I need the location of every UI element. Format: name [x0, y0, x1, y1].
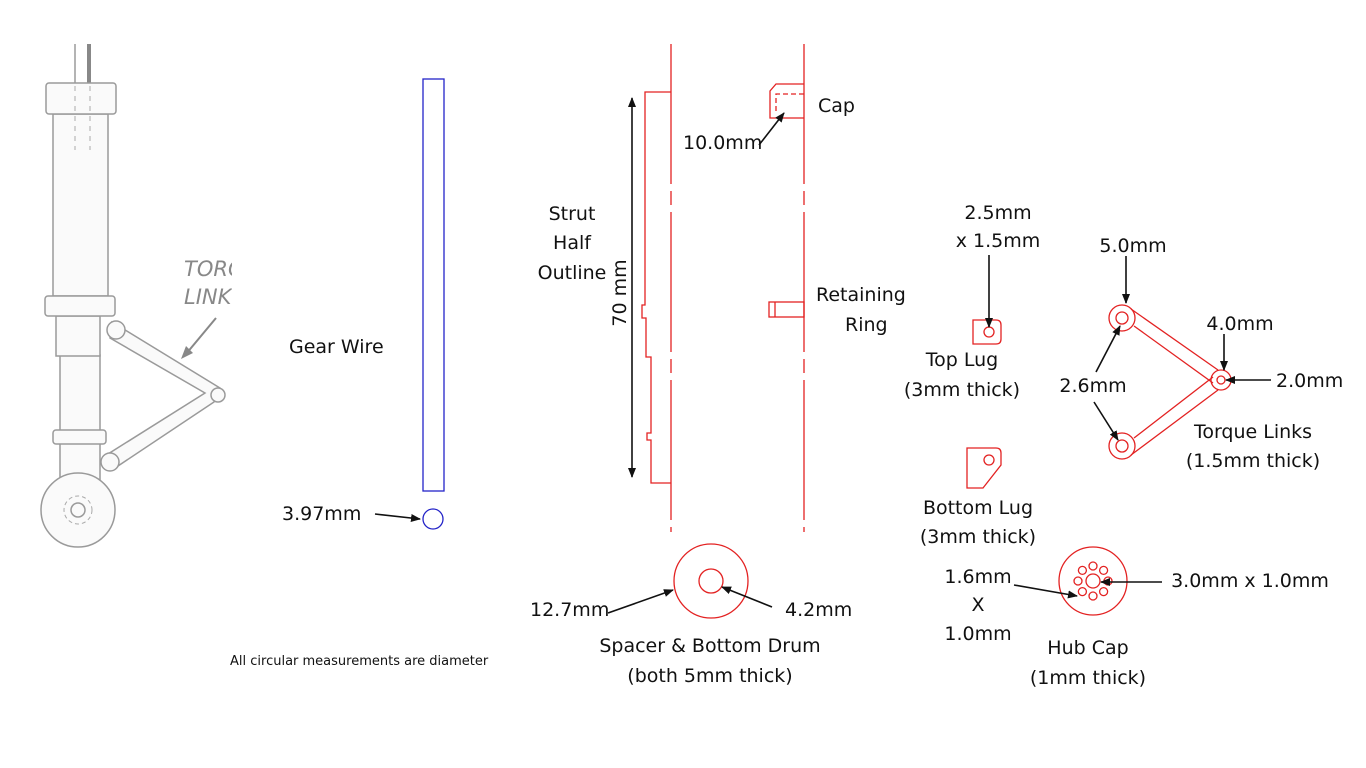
- torque-dim-apex: 4.0mm: [1206, 313, 1273, 335]
- top-lug-dim-1: 2.5mm: [964, 202, 1031, 224]
- hub-bolt-hole: [1077, 565, 1088, 576]
- torque-label-2: (1.5mm thick): [1186, 450, 1320, 472]
- diameter-note: All circular measurements are diameter: [230, 654, 489, 669]
- strut-half-outline: 70 mm Strut Half Outline Cap 10.0mm Reta…: [538, 44, 906, 532]
- ring-label-2: Ring: [845, 314, 888, 336]
- hub-label-1: Hub Cap: [1047, 637, 1128, 659]
- top-lug-dim-2: x 1.5mm: [956, 230, 1041, 252]
- cap-shape: [769, 83, 804, 119]
- torque-label-1: Torque Links: [1193, 421, 1312, 443]
- hub-hole-dim-2: X: [971, 594, 984, 616]
- hub-hole-dim-3: 1.0mm: [944, 623, 1011, 645]
- spacer-inner-dim: 4.2mm: [785, 599, 852, 621]
- spacer-drum: 12.7mm 4.2mm Spacer & Bottom Drum (both …: [530, 543, 852, 687]
- top-lug: 2.5mm x 1.5mm Top Lug (3mm thick): [904, 202, 1040, 401]
- torque-links: 5.0mm 4.0mm 2.0mm 2.6mm Torque Links (1.…: [1059, 235, 1343, 472]
- sketch-label-torq: TORQ: [184, 257, 244, 281]
- top-lug-label-1: Top Lug: [925, 349, 998, 371]
- strut-length: 70 mm: [609, 259, 631, 326]
- retaining-ring-shape: [768, 301, 805, 318]
- hub-bolt-hole: [1077, 586, 1088, 597]
- strut-label-1: Strut: [549, 203, 596, 225]
- reference-sketch: TORQ LINK: [40, 44, 244, 548]
- ring-label-1: Retaining: [816, 284, 906, 306]
- spacer-outer-dim: 12.7mm: [530, 599, 609, 621]
- cap-label: Cap: [818, 95, 855, 117]
- hub-cap: 1.6mm X 1.0mm 3.0mm x 1.0mm Hub Cap (1mm…: [944, 546, 1329, 689]
- gear-wire-label: Gear Wire: [289, 336, 384, 358]
- bottom-lug: Bottom Lug (3mm thick): [920, 447, 1036, 548]
- top-lug-label-2: (3mm thick): [904, 379, 1020, 401]
- spacer-label-1: Spacer & Bottom Drum: [599, 635, 820, 657]
- gear-wire-diameter: 3.97mm: [282, 503, 361, 525]
- hub-label-2: (1mm thick): [1030, 667, 1146, 689]
- bottom-lug-label-2: (3mm thick): [920, 526, 1036, 548]
- spacer-label-2: (both 5mm thick): [627, 665, 792, 687]
- cap-dimension: 10.0mm: [683, 132, 762, 154]
- gear-wire-shape: [422, 78, 445, 492]
- hub-bolt-hole: [1098, 586, 1109, 597]
- hub-center-dim: 3.0mm x 1.0mm: [1171, 570, 1329, 592]
- hub-bolt-hole: [1103, 576, 1113, 586]
- torque-dim-outer: 5.0mm: [1099, 235, 1166, 257]
- torque-dim-apex-hole: 2.0mm: [1276, 370, 1343, 392]
- strut-label-3: Outline: [538, 262, 607, 284]
- bottom-lug-label-1: Bottom Lug: [923, 497, 1033, 519]
- hub-hole-dim-1: 1.6mm: [944, 566, 1011, 588]
- hub-bolt-hole: [1088, 591, 1098, 601]
- strut-label-2: Half: [553, 232, 592, 254]
- gear-wire: Gear Wire 3.97mm: [282, 78, 445, 530]
- gear-wire-section: [422, 508, 444, 530]
- hub-bolt-hole: [1088, 561, 1098, 571]
- torque-dim-holes: 2.6mm: [1059, 375, 1126, 397]
- hub-bolt-hole: [1073, 576, 1083, 586]
- sketch-label-link: LINK: [184, 285, 234, 309]
- hub-bolt-hole: [1098, 565, 1109, 576]
